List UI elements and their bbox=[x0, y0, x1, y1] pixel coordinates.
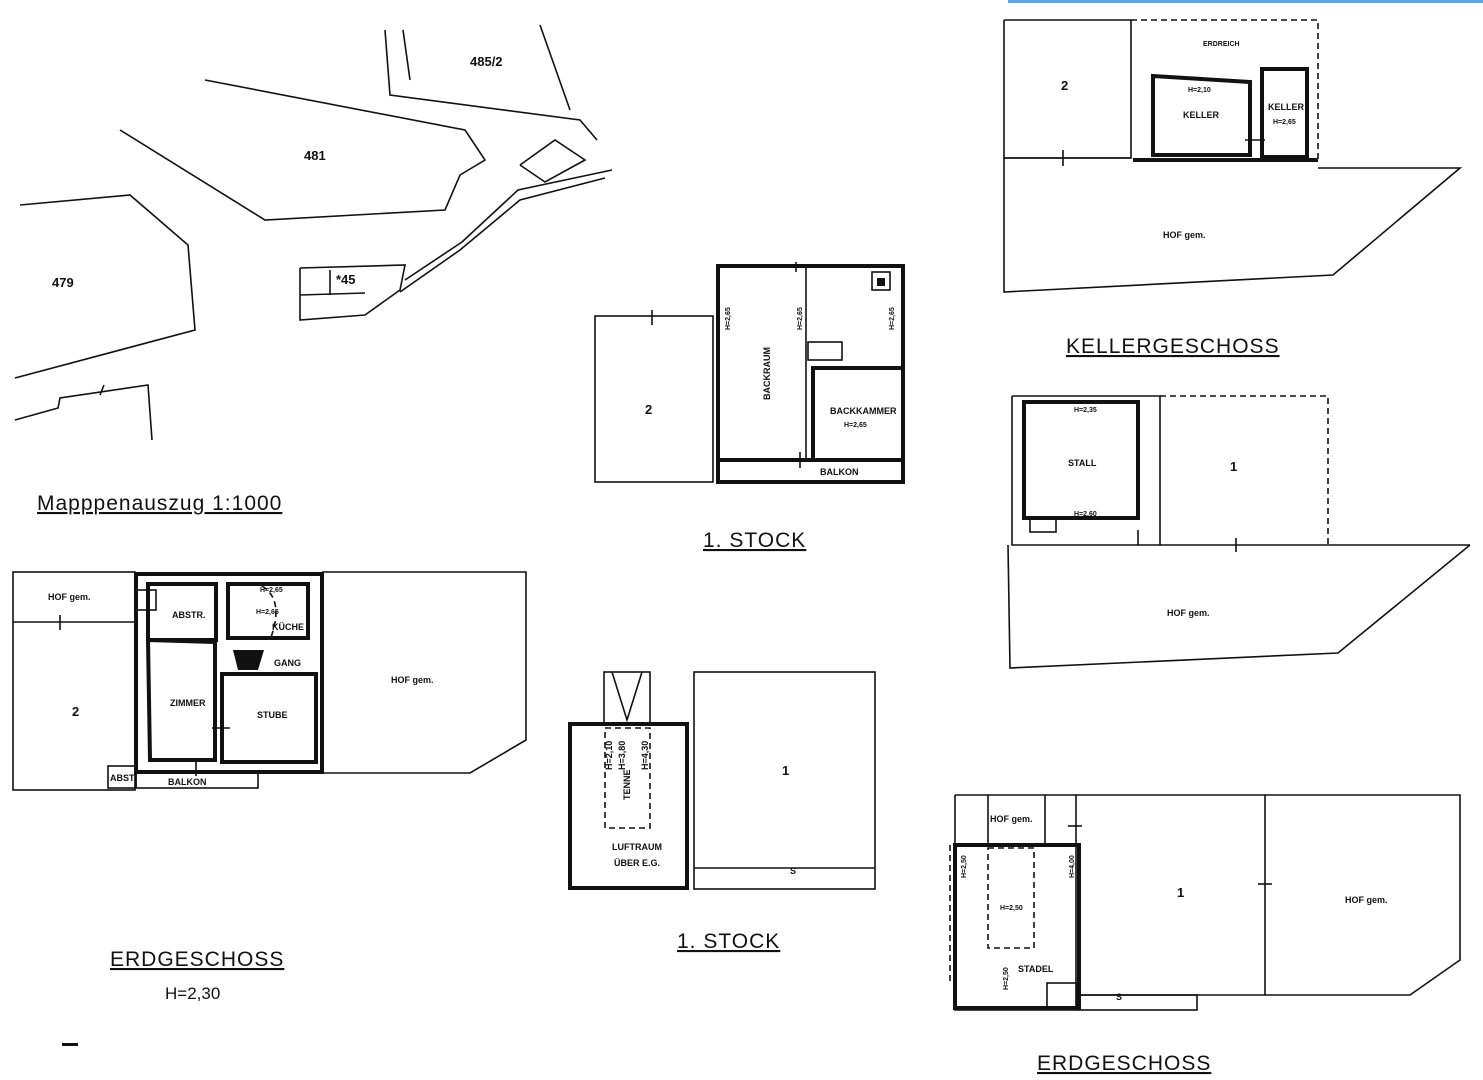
ground-left-caption: ERDGESCHOSS bbox=[110, 948, 284, 971]
ground-right-h-bottom: H=2,50 bbox=[1003, 967, 1010, 990]
ground-left-height: H=2,30 bbox=[165, 984, 220, 1003]
ground-right-caption: ERDGESCHOSS bbox=[1037, 1052, 1211, 1075]
first-floor-bottom-luftraum: LUFTRAUM bbox=[612, 842, 662, 852]
first-floor-bottom-neighbor: 1 bbox=[782, 763, 789, 778]
basement-caption: KELLERGESCHOSS bbox=[1066, 335, 1280, 358]
stall-neighbor: 1 bbox=[1230, 459, 1237, 474]
ground-right-h-mid: H=2,50 bbox=[1000, 905, 1023, 912]
basement-keller-1-height: H=2,10 bbox=[1188, 87, 1211, 94]
ground-right-neighbor: 1 bbox=[1177, 885, 1184, 900]
stall-height-top: H=2,35 bbox=[1074, 407, 1097, 414]
ground-left-stube: STUBE bbox=[257, 710, 288, 720]
ground-left-balkon: BALKON bbox=[168, 777, 207, 787]
map-parcel-485-2: 485/2 bbox=[470, 54, 503, 69]
first-floor-bottom-caption: 1. STOCK bbox=[677, 930, 780, 953]
stall-plan: STALL H=2,35 H=2,60 1 HOF gem. bbox=[1007, 395, 1471, 669]
ground-left-kueche-height: H=2,65 bbox=[256, 609, 279, 616]
ground-right-h-right: H=4,00 bbox=[1069, 855, 1076, 878]
ground-left-hof-top: HOF gem. bbox=[48, 592, 91, 602]
basement-erdreich: ERDREICH bbox=[1203, 41, 1240, 48]
ground-left-kueche-height-2: H=2,65 bbox=[260, 587, 283, 594]
basement-neighbor: 2 bbox=[1061, 78, 1068, 93]
ground-left-abstr: ABSTR. bbox=[172, 610, 206, 620]
first-floor-top-backkammer-height: H=2,65 bbox=[844, 422, 867, 429]
stall-hof: HOF gem. bbox=[1167, 608, 1210, 618]
ground-left-zimmer: ZIMMER bbox=[170, 698, 206, 708]
first-floor-top-balkon: BALKON bbox=[820, 467, 859, 477]
map-parcel-481: 481 bbox=[304, 148, 326, 163]
first-floor-bottom-plan: H=2,10 H=3,80 H=4,30 TENNE LUFTRAUM ÜBER… bbox=[568, 671, 876, 953]
map-caption: Mapppenauszug 1:1000 bbox=[37, 492, 282, 515]
ground-left-gang: GANG bbox=[274, 658, 301, 668]
ground-left-abst: ABST. bbox=[110, 773, 136, 783]
first-floor-top-height-3: H=2,65 bbox=[889, 307, 896, 330]
basement-keller-2-height: H=2,65 bbox=[1273, 119, 1296, 126]
stall-label: STALL bbox=[1068, 458, 1097, 468]
ground-right-hof-right: HOF gem. bbox=[1345, 895, 1388, 905]
first-floor-bottom-h3: H=4,30 bbox=[640, 741, 650, 770]
first-floor-bottom-s: S bbox=[790, 866, 796, 876]
ground-left-hof-right: HOF gem. bbox=[391, 675, 434, 685]
basement-hof: HOF gem. bbox=[1163, 230, 1206, 240]
first-floor-bottom-h2: H=3,80 bbox=[617, 741, 627, 770]
first-floor-top-backraum: BACKRAUM bbox=[762, 347, 772, 400]
ground-right-h-left: H=2,50 bbox=[961, 855, 968, 878]
map-parcel-479: 479 bbox=[52, 275, 74, 290]
ground-floor-right-plan: HOF gem. H=2,50 STADEL H=2,50 H=4,00 H=2… bbox=[949, 794, 1461, 1075]
first-floor-top-caption: 1. STOCK bbox=[703, 529, 806, 552]
map-parcel-45: *45 bbox=[336, 272, 356, 287]
first-floor-top-plan: BALKON BACKRAUM BACKKAMMER H=2,65 H=2,65… bbox=[594, 262, 905, 552]
first-floor-top-neighbor: 2 bbox=[645, 402, 652, 417]
basement-keller-2: KELLER bbox=[1268, 102, 1305, 112]
first-floor-bottom-h1: H=2,10 bbox=[604, 741, 614, 770]
top-edge-line bbox=[1008, 0, 1483, 3]
ground-right-stadel: STADEL bbox=[1018, 964, 1054, 974]
stall-height-bottom: H=2,60 bbox=[1074, 511, 1097, 518]
basement-plan: ERDREICH KELLER H=2,10 KELLER H=2,65 2 H… bbox=[1003, 19, 1463, 358]
map-excerpt: 481 479 485/2 *45 Mapppenauszug 1:1000 bbox=[14, 24, 613, 515]
ground-right-hof-top: HOF gem. bbox=[990, 814, 1033, 824]
first-floor-top-height-2: H=2,65 bbox=[797, 307, 804, 330]
ground-left-kueche: KÜCHE bbox=[272, 622, 304, 632]
first-floor-bottom-tenne: TENNE bbox=[622, 769, 632, 800]
first-floor-top-height-1: H=2,65 bbox=[725, 307, 732, 330]
first-floor-top-backkammer: BACKKAMMER bbox=[830, 406, 897, 416]
first-floor-bottom-ueber: ÜBER E.G. bbox=[614, 858, 660, 868]
ground-floor-left-plan: HOF gem. ABSTR. KÜCHE H=2,65 H=2,65 GANG… bbox=[12, 571, 527, 1046]
ground-left-neighbor: 2 bbox=[72, 704, 79, 719]
basement-keller-1: KELLER bbox=[1183, 110, 1220, 120]
ground-right-s: S bbox=[1116, 992, 1122, 1002]
